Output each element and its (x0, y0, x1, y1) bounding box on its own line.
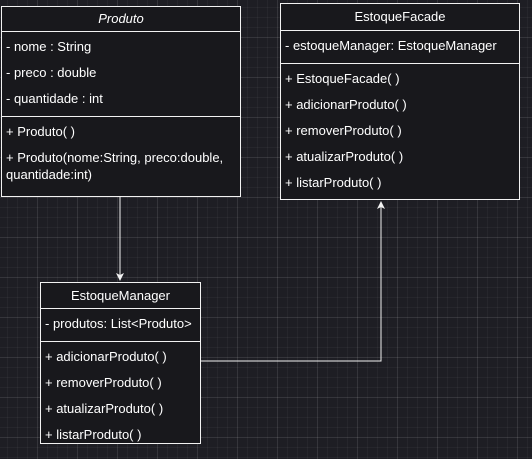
method: + atualizarProduto( ) (45, 401, 164, 416)
class-produto[interactable]: Produto - nome : String - preco : double… (1, 6, 241, 197)
class-estoquefacade-methods: + EstoqueFacade( ) + adicionarProduto( )… (281, 64, 519, 200)
class-estoquefacade-name: EstoqueFacade (281, 4, 519, 31)
class-estoquemanager-name: EstoqueManager (41, 283, 200, 309)
class-produto-attributes: - nome : String - preco : double - quant… (2, 32, 240, 117)
method: + Produto(nome:String, preco:double, qua… (6, 150, 224, 182)
class-estoquefacade-attributes: - estoqueManager: EstoqueManager (281, 31, 519, 64)
class-estoquemanager-methods: + adicionarProduto( ) + removerProduto( … (41, 342, 200, 452)
class-estoquefacade[interactable]: EstoqueFacade - estoqueManager: EstoqueM… (280, 3, 520, 200)
method: + listarProduto( ) (285, 175, 382, 190)
method: + adicionarProduto( ) (45, 349, 167, 364)
class-produto-methods: + Produto( ) + Produto(nome:String, prec… (2, 117, 240, 189)
attribute: - nome : String (6, 39, 92, 54)
attribute: - produtos: List<Produto> (45, 316, 192, 331)
method: + adicionarProduto( ) (285, 97, 407, 112)
method: + removerProduto( ) (285, 123, 402, 138)
method: + listarProduto( ) (45, 427, 142, 442)
attribute: - preco : double (6, 65, 97, 80)
method: + Produto( ) (6, 124, 76, 139)
method: + atualizarProduto( ) (285, 149, 404, 164)
attribute: - quantidade : int (6, 91, 103, 106)
class-produto-name: Produto (2, 7, 240, 32)
class-estoquemanager[interactable]: EstoqueManager - produtos: List<Produto>… (40, 282, 201, 444)
edge-estoquemanager-to-estoquefacade[interactable] (200, 201, 385, 362)
method: + EstoqueFacade( ) (285, 71, 400, 86)
method: + removerProduto( ) (45, 375, 162, 390)
class-estoquemanager-attributes: - produtos: List<Produto> (41, 309, 200, 342)
attribute: - estoqueManager: EstoqueManager (285, 38, 497, 53)
